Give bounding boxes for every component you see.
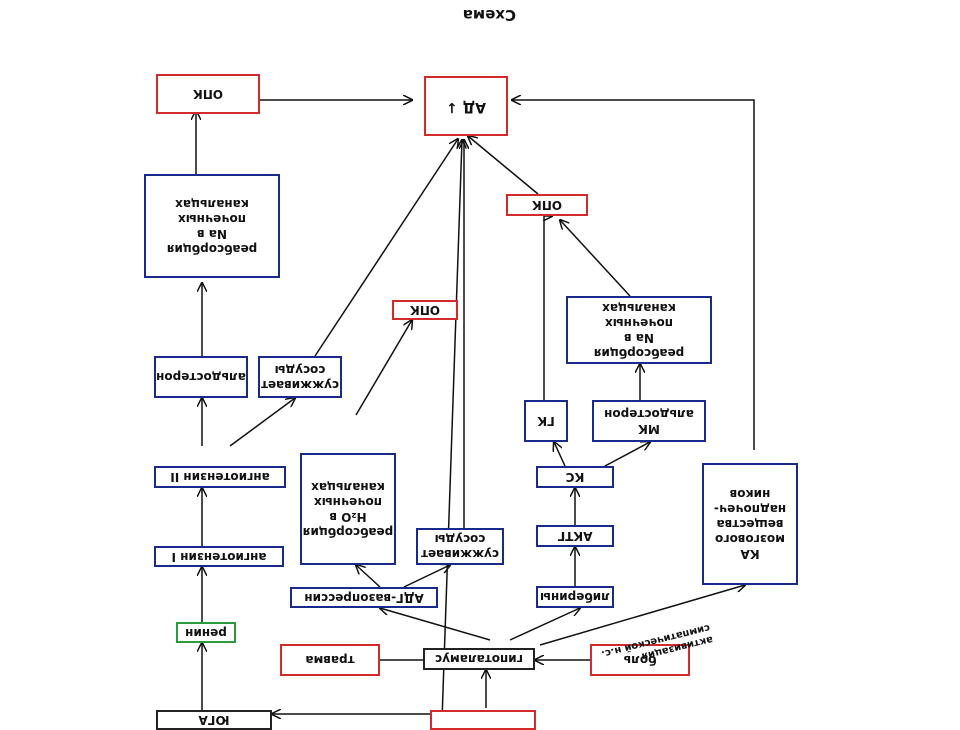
node-renin: ренин	[176, 622, 236, 643]
schema-title: Схема	[462, 6, 516, 24]
node-angiotensin-2: ангиотензин II	[154, 466, 286, 488]
node-trauma: травма	[280, 644, 380, 676]
arrow-adh-to-constricts-center	[403, 565, 450, 588]
node-liberins: либерины	[536, 586, 614, 608]
node-ka-adrenal: КА мозгового вещества надпочеч- ников	[702, 463, 798, 585]
node-opk-right: ОПК	[506, 194, 588, 216]
arrow-hypo-to-adh	[380, 608, 491, 641]
arrow-ks-to-gk	[554, 442, 566, 467]
node-opk-top-left: ОПК	[156, 74, 260, 114]
node-ad: АД ↓	[424, 76, 508, 136]
node-adh: АДГ-вазопрессин	[290, 587, 438, 608]
node-stimulus-bottom	[430, 710, 536, 730]
node-ks: КС	[536, 466, 614, 488]
node-gk: ГК	[524, 400, 568, 442]
node-reabs-na-right: реабсорбция Na в почечных канальцах	[566, 296, 712, 364]
arrow-opk-center-to-ad	[441, 140, 462, 720]
node-reabs-h2o: реабсорбция H₂O в почечных канальцах	[300, 453, 396, 565]
arrow-ka-to-ad	[512, 100, 755, 450]
arrow-reabs-h2o-to-opk	[355, 320, 412, 416]
arrow-constricts-to-ad	[314, 139, 458, 357]
arrow-hypo-to-ka	[539, 585, 745, 646]
node-hypothalamus: гипоталамус	[423, 648, 535, 670]
node-actg: АКТГ	[536, 525, 614, 547]
node-constricts-left: сужживает сосуды	[258, 356, 342, 398]
arrow-gk-to-opk-right	[544, 216, 552, 400]
node-mk-aldosterone: МК альдостерон	[592, 400, 706, 442]
arrow-ks-to-mk	[604, 442, 650, 467]
arrow-ang2-to-constricts	[229, 398, 295, 447]
node-yuga: ЮГА	[156, 710, 272, 730]
node-opk-center: ОПК	[392, 300, 458, 320]
node-angiotensin-1: ангиотензин I	[154, 546, 284, 567]
arrow-opk-right-to-ad	[468, 136, 539, 195]
node-constricts-center: сужживает сосуды	[416, 528, 504, 565]
arrow-adh-to-reabs-h2o	[356, 565, 381, 588]
node-reabs-na-left: реабсорбция Na в почечных канальцах	[144, 174, 280, 278]
arrow-hypo-to-liberins	[509, 608, 580, 641]
arrow-reabs-na-right-to-opk	[560, 220, 631, 297]
node-aldosterone-left: альдостерон	[154, 356, 248, 398]
